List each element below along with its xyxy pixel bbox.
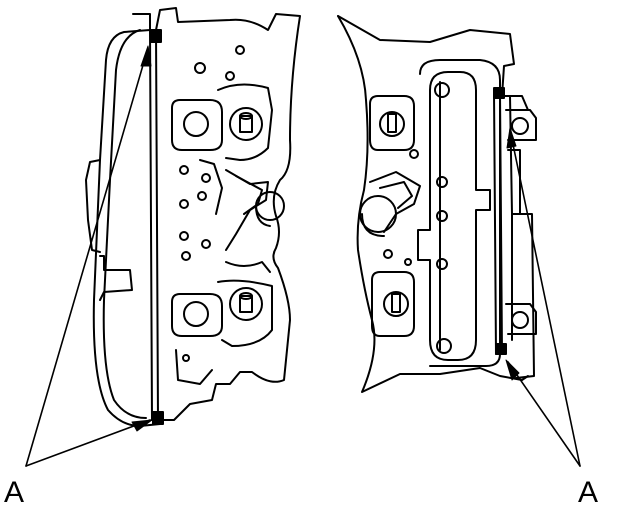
left-outer-cover [92,13,161,427]
leader-right-bottom [507,361,581,467]
arrow-right-bottom [505,359,520,381]
right-head-view [337,15,537,393]
right-gasket-mark-bottom [495,343,507,355]
right-gasket-mark-top [493,87,505,99]
leader-left-top [25,47,149,467]
leader-lines [25,47,581,467]
arrow-right-top [506,127,517,149]
left-head-view [85,7,301,427]
left-gasket-mark-bottom [152,411,164,425]
arrow-left-bottom [131,419,153,432]
right-rocker-rail [417,71,491,361]
left-head-body [155,7,301,421]
callout-label-right: A [578,476,599,509]
leader-right-top [509,129,581,467]
arrowheads [131,45,520,432]
callout-label-left: A [4,476,25,509]
arrow-left-top [140,45,152,67]
right-head-body [337,15,529,111]
left-gasket-mark-top [150,29,162,43]
leader-left-bottom [25,419,151,467]
